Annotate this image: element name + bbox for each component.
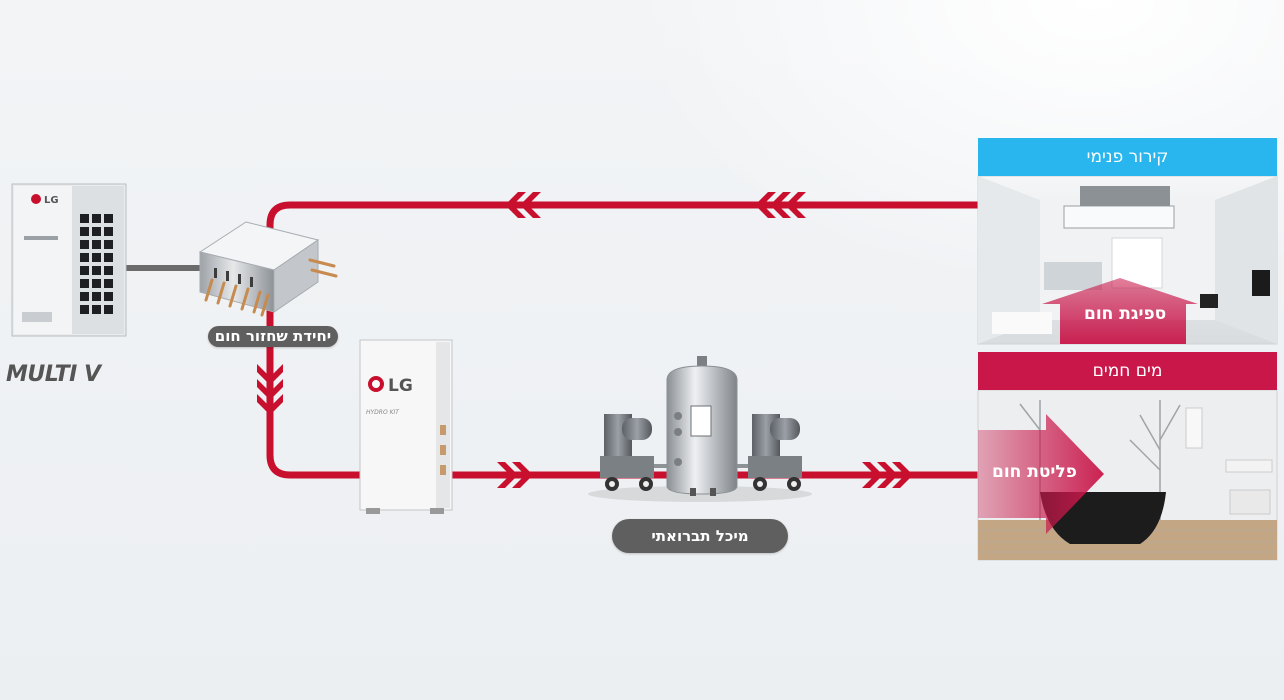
heat-release-label: פליטת חום: [992, 462, 1077, 482]
heat-release-arrow: [978, 414, 1104, 534]
outdoor-unit: LG: [11, 183, 127, 337]
flow-arrows-top-1: [505, 192, 541, 218]
flow-arrows-bottom-2: [862, 462, 913, 488]
hydro-kit-text: HYDRO KIT: [366, 409, 400, 416]
storage-tank-assembly: [588, 356, 812, 502]
heat-absorb-label: ספיגת חום: [1084, 304, 1167, 324]
hydro-kit-unit: LG HYDRO KIT: [359, 339, 453, 514]
hot-water-image: [977, 389, 1278, 561]
flow-arrows-top-2: [755, 192, 806, 218]
storage-tank-label: מיכל תברואתי: [612, 519, 788, 553]
heat-recovery-unit-label: יחידת שחזור חום: [208, 326, 338, 347]
flow-arrows-down: [257, 364, 283, 415]
outdoor-logo-text: LG: [44, 195, 59, 206]
indoor-cooling-image: [977, 175, 1278, 345]
hydro-logo-text: LG: [388, 376, 413, 396]
heat-absorb-arrow: [1042, 278, 1198, 344]
lg-logo-icon: [31, 194, 41, 204]
flow-arrows-bottom-1: [497, 462, 533, 488]
heat-recovery-box: [198, 221, 338, 317]
indoor-cooling-title: קירור פנימי: [978, 138, 1277, 176]
multi-v-logo: MULTI V: [6, 362, 101, 387]
hot-water-title: מים חמים: [978, 352, 1277, 390]
